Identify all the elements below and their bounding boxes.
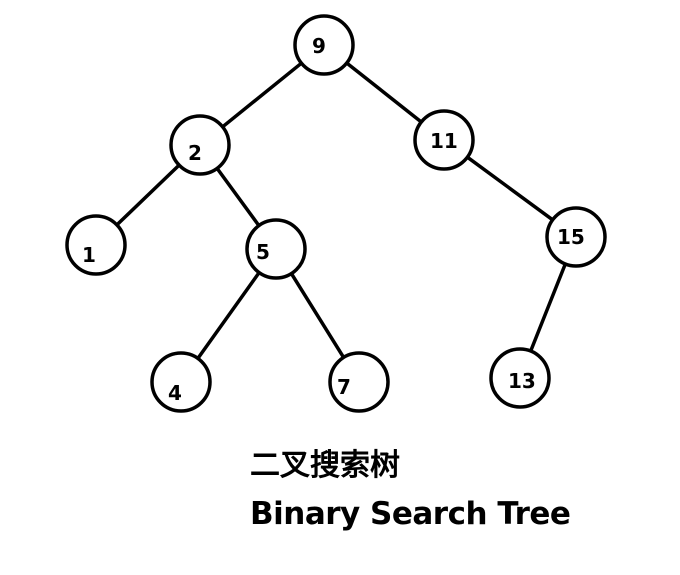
edge-n11-n15 [465, 155, 555, 222]
node-circle [245, 218, 307, 280]
tree-node-15: 15 [545, 206, 607, 268]
tree-node-4: 4 [150, 351, 212, 413]
node-circle [65, 214, 127, 276]
tree-node-9: 9 [293, 14, 355, 76]
node-label: 15 [557, 225, 585, 249]
node-label: 13 [508, 369, 536, 393]
node-circle [169, 114, 231, 176]
edge-n9-n11 [344, 61, 424, 124]
tree-edges [115, 61, 568, 361]
edge-n9-n2 [220, 61, 304, 129]
tree-node-5: 5 [245, 218, 307, 280]
caption-chinese: 二叉搜索树 [250, 448, 400, 483]
node-label: 1 [82, 243, 96, 267]
node-circle [413, 109, 475, 171]
edge-n15-n13 [528, 262, 568, 353]
tree-node-2: 2 [169, 114, 231, 176]
node-circle [293, 14, 355, 76]
node-label: 2 [188, 141, 202, 165]
tree-node-7: 7 [328, 351, 390, 413]
tree-node-11: 11 [413, 109, 475, 171]
node-circle [150, 351, 212, 413]
node-label: 4 [168, 381, 182, 405]
caption-english: Binary Search Tree [250, 496, 571, 532]
node-label: 5 [256, 240, 270, 264]
node-circle [328, 351, 390, 413]
tree-node-13: 13 [489, 347, 551, 409]
node-label: 7 [337, 375, 351, 399]
edge-n2-n5 [215, 166, 261, 228]
node-circle [489, 347, 551, 409]
node-label: 9 [312, 34, 326, 58]
edge-n5-n7 [289, 271, 346, 360]
edge-n5-n4 [196, 270, 261, 361]
edge-n2-n1 [115, 163, 181, 227]
node-label: 11 [430, 129, 458, 153]
tree-node-1: 1 [65, 214, 127, 276]
node-circle [545, 206, 607, 268]
